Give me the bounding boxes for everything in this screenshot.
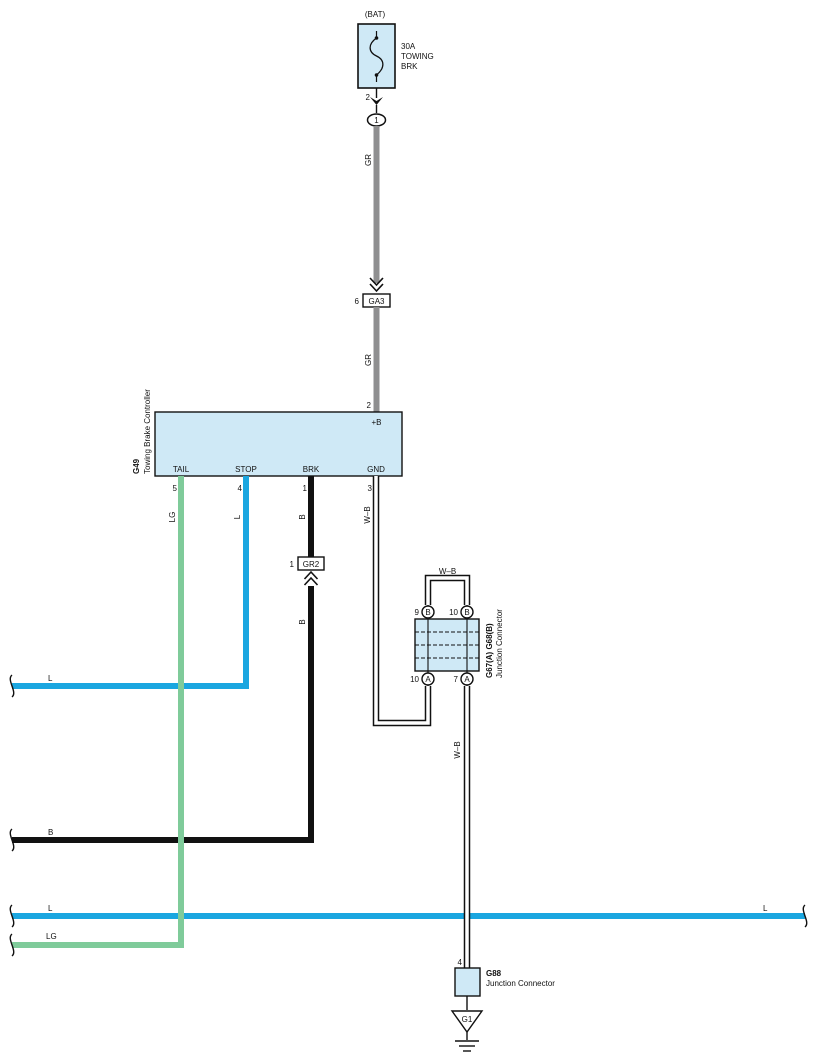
ground-icon xyxy=(450,1010,484,1052)
terminal-stop-label: STOP xyxy=(235,465,257,474)
fuse-name-line2: BRK xyxy=(401,62,418,71)
wire-tail-label: LG xyxy=(168,512,177,523)
wire-tail-lg xyxy=(12,476,184,948)
terminal-gnd-pin: 3 xyxy=(368,484,373,493)
left-lead-l-lower: L xyxy=(9,904,53,928)
terminal-brk-label: BRK xyxy=(303,465,320,474)
wire-gnd-label: W–B xyxy=(363,506,372,523)
ground-label: G1 xyxy=(462,1015,473,1024)
inline-connector-ga3-pin: 6 xyxy=(355,297,360,306)
junction-pin-top-left: B xyxy=(421,605,435,619)
terminal-tail-pin: 5 xyxy=(173,484,178,493)
junction1-code: G67(A) G68(B) xyxy=(485,623,494,678)
junction-pin-bottom-left: A xyxy=(421,672,435,686)
svg-text:LG: LG xyxy=(46,932,57,941)
svg-text:L: L xyxy=(48,904,53,913)
junction-pin-bottom-right: A xyxy=(460,672,474,686)
junction-pin-top-right-num: 10 xyxy=(449,608,458,617)
wire-stop-l xyxy=(12,476,249,689)
g88-pin: 4 xyxy=(458,958,463,967)
wire-loop-label: W–B xyxy=(439,567,456,576)
svg-text:L: L xyxy=(48,674,53,683)
junction1-name: Junction Connector xyxy=(495,609,504,678)
fuse-pin: 2 xyxy=(366,93,371,102)
junction-pin-top-left-num: 9 xyxy=(415,608,420,617)
controller-power-label: +B xyxy=(371,418,381,427)
towing-brake-controller xyxy=(154,411,403,477)
gr2-arrow-icon xyxy=(303,570,319,586)
fuse-icon xyxy=(357,23,396,89)
right-lead-l: L xyxy=(763,904,808,928)
wire-jc-out-label: W–B xyxy=(453,741,462,758)
wire-loop-wb xyxy=(424,574,471,605)
fuse-source-label: (BAT) xyxy=(365,10,386,19)
ga3-arrow-icon xyxy=(369,277,384,293)
junction-connector-g88 xyxy=(454,967,481,997)
terminal-stop-pin: 4 xyxy=(238,484,243,493)
inline-connector-gr2-label: GR2 xyxy=(303,560,320,569)
wire-brk-lower xyxy=(12,586,314,843)
terminal-gnd-label: GND xyxy=(367,465,385,474)
svg-text:L: L xyxy=(763,904,768,913)
svg-text:A: A xyxy=(425,675,431,684)
terminal-brk-pin: 1 xyxy=(303,484,308,493)
left-lead-l-upper: L xyxy=(9,674,53,698)
fuse-rating: 30A xyxy=(401,42,416,51)
controller-name: Towing Brake Controller xyxy=(143,389,152,474)
wire-gr-upper-label: GR xyxy=(364,154,373,166)
g88-name: Junction Connector xyxy=(486,979,555,988)
terminal-tail-label: TAIL xyxy=(173,465,190,474)
inline-connector-gr2-pin: 1 xyxy=(290,560,295,569)
left-lead-b: B xyxy=(9,828,53,852)
wire-brk-lower-label: B xyxy=(298,619,307,624)
svg-text:B: B xyxy=(48,828,53,837)
wire-gr-lower-label: GR xyxy=(364,354,373,366)
wire-gnd-wb xyxy=(372,476,432,727)
junction-pin-bottom-left-num: 10 xyxy=(410,675,419,684)
inline-connector-ga3-label: GA3 xyxy=(368,297,385,306)
wire-stop-label: L xyxy=(233,514,242,519)
inline-connector-gr2 xyxy=(297,556,325,571)
fuse-name-line1: TOWING xyxy=(401,52,434,61)
g88-code: G88 xyxy=(486,969,502,978)
controller-power-pin: 2 xyxy=(367,401,372,410)
top-connector: 1 xyxy=(366,105,387,127)
top-connector-pin: 1 xyxy=(374,116,379,125)
junction-connector-g67-g68 xyxy=(414,605,480,686)
fuse-pin-arrow xyxy=(370,97,383,105)
svg-text:A: A xyxy=(464,675,470,684)
left-lead-lg: LG xyxy=(9,932,57,957)
junction-pin-bottom-right-num: 7 xyxy=(454,675,459,684)
controller-code: G49 xyxy=(132,458,141,474)
svg-text:B: B xyxy=(425,608,430,617)
svg-text:B: B xyxy=(464,608,469,617)
wire-brk-upper-label: B xyxy=(298,514,307,519)
junction-pin-top-right: B xyxy=(460,605,474,619)
